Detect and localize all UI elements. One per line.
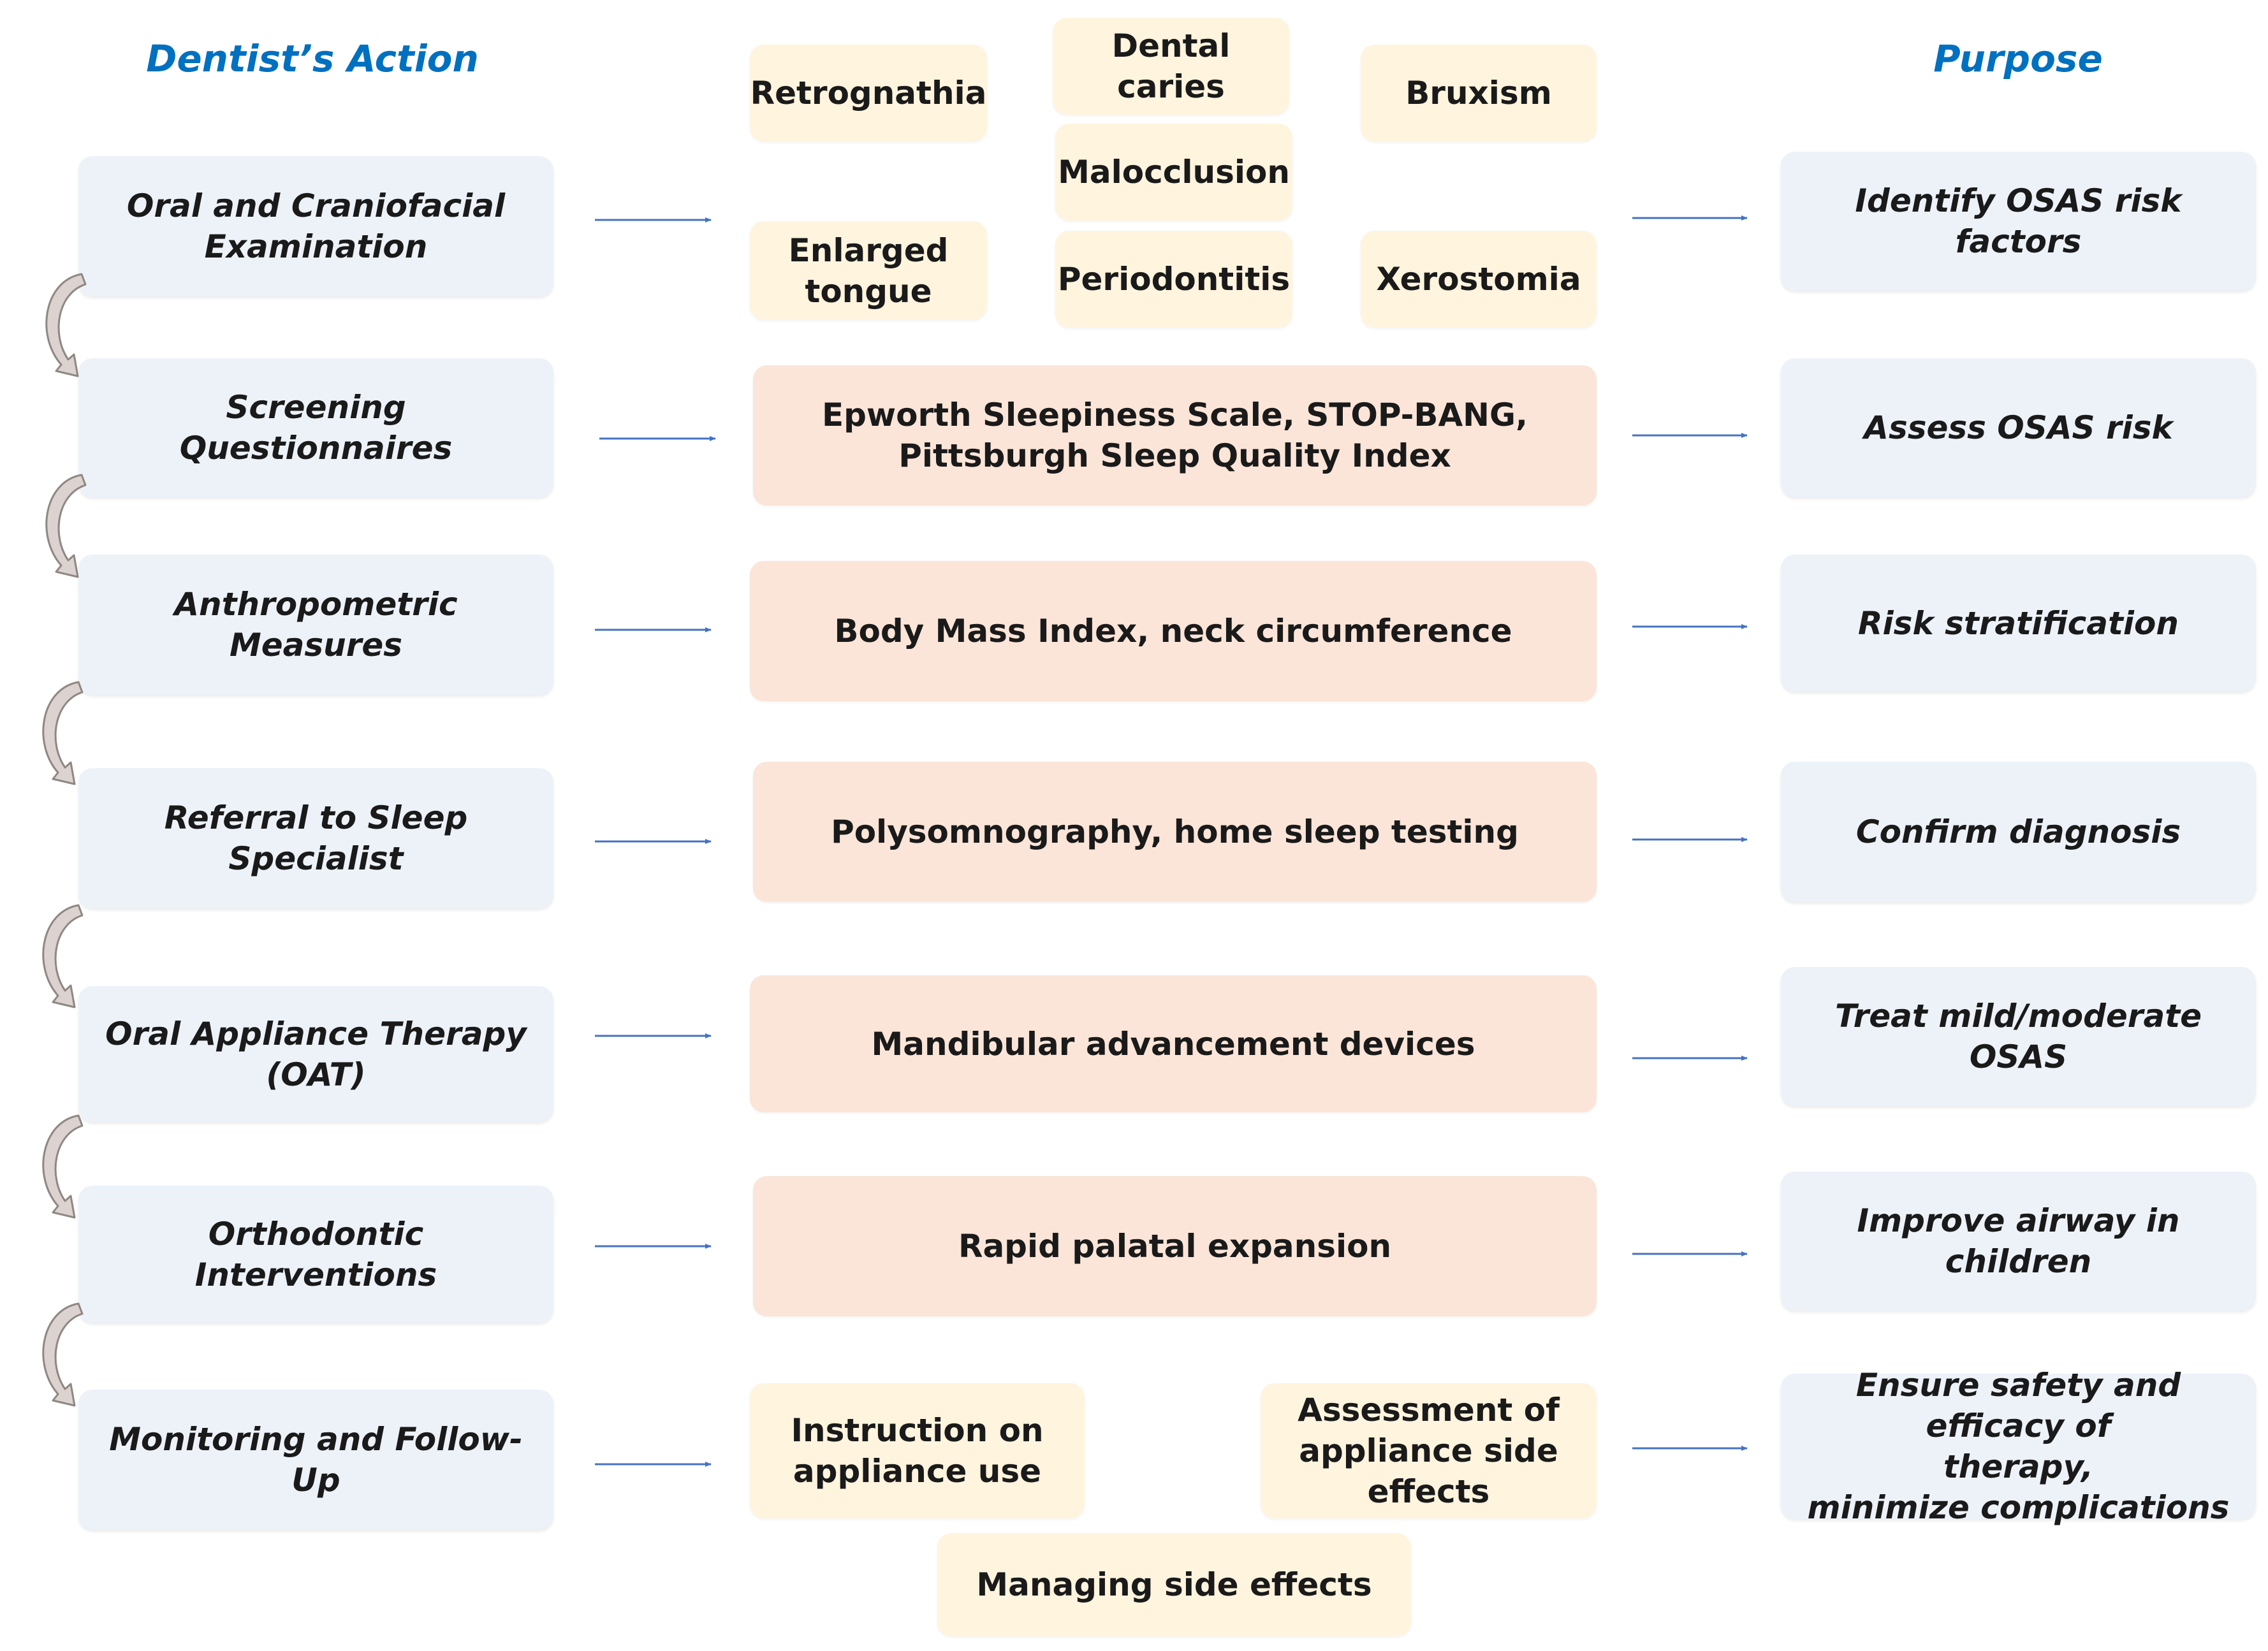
action-orthodontic-interventions: Orthodontic Interventions [78, 1186, 553, 1323]
action-oral-appliance-therapy: Oral Appliance Therapy (OAT) [78, 986, 553, 1122]
tool-rapid-palatal-expansion: Rapid palatal expansion [753, 1176, 1597, 1316]
action-label-line2: (OAT) [266, 1056, 366, 1093]
purpose-confirm-diagnosis: Confirm diagnosis [1781, 762, 2256, 902]
curved-down-arrow [45, 273, 87, 377]
tool-label: Body Mass Index, neck circumference [834, 613, 1512, 650]
action-label: Orthodontic Interventions [194, 1215, 437, 1293]
tool-label: Mandibular advancement devices [871, 1025, 1475, 1063]
action-label-line1: Oral and Craniofacial [126, 187, 506, 224]
followup-managing-side-effects: Managing side effects [937, 1533, 1411, 1636]
action-label-line1: Oral Appliance Therapy [105, 1015, 527, 1052]
action-oral-craniofacial-examination: Oral and Craniofacial Examination [78, 156, 553, 296]
purpose-label: Confirm diagnosis [1855, 813, 2181, 850]
purpose-treat-osas: Treat mild/moderate OSAS [1781, 967, 2256, 1106]
tool-label-line1: Epworth Sleepiness Scale, STOP-BANG, [821, 396, 1528, 433]
risk-factor-label: Retrognathia [750, 75, 987, 112]
risk-factor-bruxism: Bruxism [1361, 45, 1597, 142]
risk-factor-label: Dental caries [1111, 27, 1231, 105]
followup-label-line1: Instruction on [791, 1412, 1044, 1449]
action-monitoring-and-follow-up: Monitoring and Follow-Up [78, 1390, 553, 1530]
curved-down-arrow [42, 1302, 84, 1407]
purpose-label: Treat mild/moderate OSAS [1834, 998, 2202, 1075]
action-referral-to-sleep-specialist: Referral to Sleep Specialist [78, 768, 553, 908]
action-label: Anthropometric Measures [174, 586, 458, 664]
risk-factor-label-line1: Enlarged [788, 231, 949, 269]
purpose-label: Assess OSAS risk [1864, 409, 2173, 446]
tool-label: Polysomnography, home sleep testing [831, 813, 1519, 850]
curved-down-arrow [42, 681, 84, 785]
purpose-ensure-safety: Ensure safety and efficacy of therapy, m… [1781, 1367, 2256, 1526]
followup-assessment-of-side-effects: Assessment of appliance side effects [1261, 1383, 1597, 1518]
risk-factor-periodontitis: Periodontitis [1055, 231, 1292, 328]
risk-factor-label: Malocclusion [1058, 154, 1290, 191]
purpose-label-line2: therapy, [1943, 1448, 2094, 1485]
risk-factor-xerostomia: Xerostomia [1361, 231, 1597, 328]
risk-factor-label: Periodontitis [1057, 261, 1291, 298]
action-anthropometric-measures: Anthropometric Measures [78, 555, 553, 695]
followup-label-line2: appliance side [1299, 1432, 1558, 1469]
followup-label-line1: Assessment of [1298, 1392, 1560, 1429]
tool-anthropometric-measures: Body Mass Index, neck circumference [750, 561, 1597, 701]
followup-label: Managing side effects [976, 1566, 1372, 1603]
purpose-label-line3: minimize complications [1807, 1489, 2230, 1526]
risk-factor-dental-caries: Dental caries [1053, 18, 1289, 115]
followup-instruction-on-appliance-use: Instruction on appliance use [750, 1383, 1085, 1518]
purpose-label: Identify OSAS risk factors [1855, 182, 2182, 260]
risk-factor-malocclusion: Malocclusion [1055, 124, 1292, 221]
purpose-label: Improve airway in children [1857, 1202, 2180, 1280]
curved-down-arrow [42, 1114, 84, 1219]
action-label: Screening Questionnaires [179, 389, 453, 467]
tool-to-purpose-arrows [1632, 215, 1748, 1451]
tool-sleep-testing: Polysomnography, home sleep testing [753, 762, 1597, 902]
action-screening-questionnaires: Screening Questionnaires [78, 358, 553, 497]
action-label: Referral to Sleep Specialist [164, 799, 468, 877]
followup-label-line2: appliance use [793, 1453, 1042, 1490]
purpose-assess-risk: Assess OSAS risk [1781, 358, 2256, 497]
curved-down-arrow [42, 904, 84, 1008]
risk-factor-label: Bruxism [1405, 75, 1552, 112]
purpose-identify-risk-factors: Identify OSAS risk factors [1781, 152, 2256, 291]
purpose-label-line1: Ensure safety and efficacy of [1855, 1367, 2181, 1444]
followup-label-line3: effects [1367, 1473, 1490, 1510]
action-label: Monitoring and Follow-Up [109, 1421, 523, 1499]
risk-factor-label: Xerostomia [1376, 261, 1581, 298]
risk-factor-label-line2: tongue [805, 272, 932, 310]
risk-factor-retrognathia: Retrognathia [750, 45, 987, 142]
purpose-header: Purpose [1933, 37, 2103, 80]
risk-factor-enlarged-tongue: Enlarged tongue [750, 221, 987, 320]
tool-label: Rapid palatal expansion [958, 1228, 1392, 1265]
purpose-label: Risk stratification [1858, 604, 2179, 642]
action-to-tool-arrows [595, 217, 716, 1467]
tool-label-line2: Pittsburgh Sleep Quality Index [898, 437, 1451, 474]
purpose-risk-stratification: Risk stratification [1781, 555, 2256, 692]
tool-mandibular-advancement-devices: Mandibular advancement devices [750, 975, 1597, 1112]
tool-screening-questionnaires: Epworth Sleepiness Scale, STOP-BANG, Pit… [753, 365, 1597, 505]
purpose-improve-airway: Improve airway in children [1781, 1172, 2256, 1311]
action-label-line2: Examination [204, 228, 428, 265]
dentists-action-header: Dentist’s Action [146, 37, 479, 80]
